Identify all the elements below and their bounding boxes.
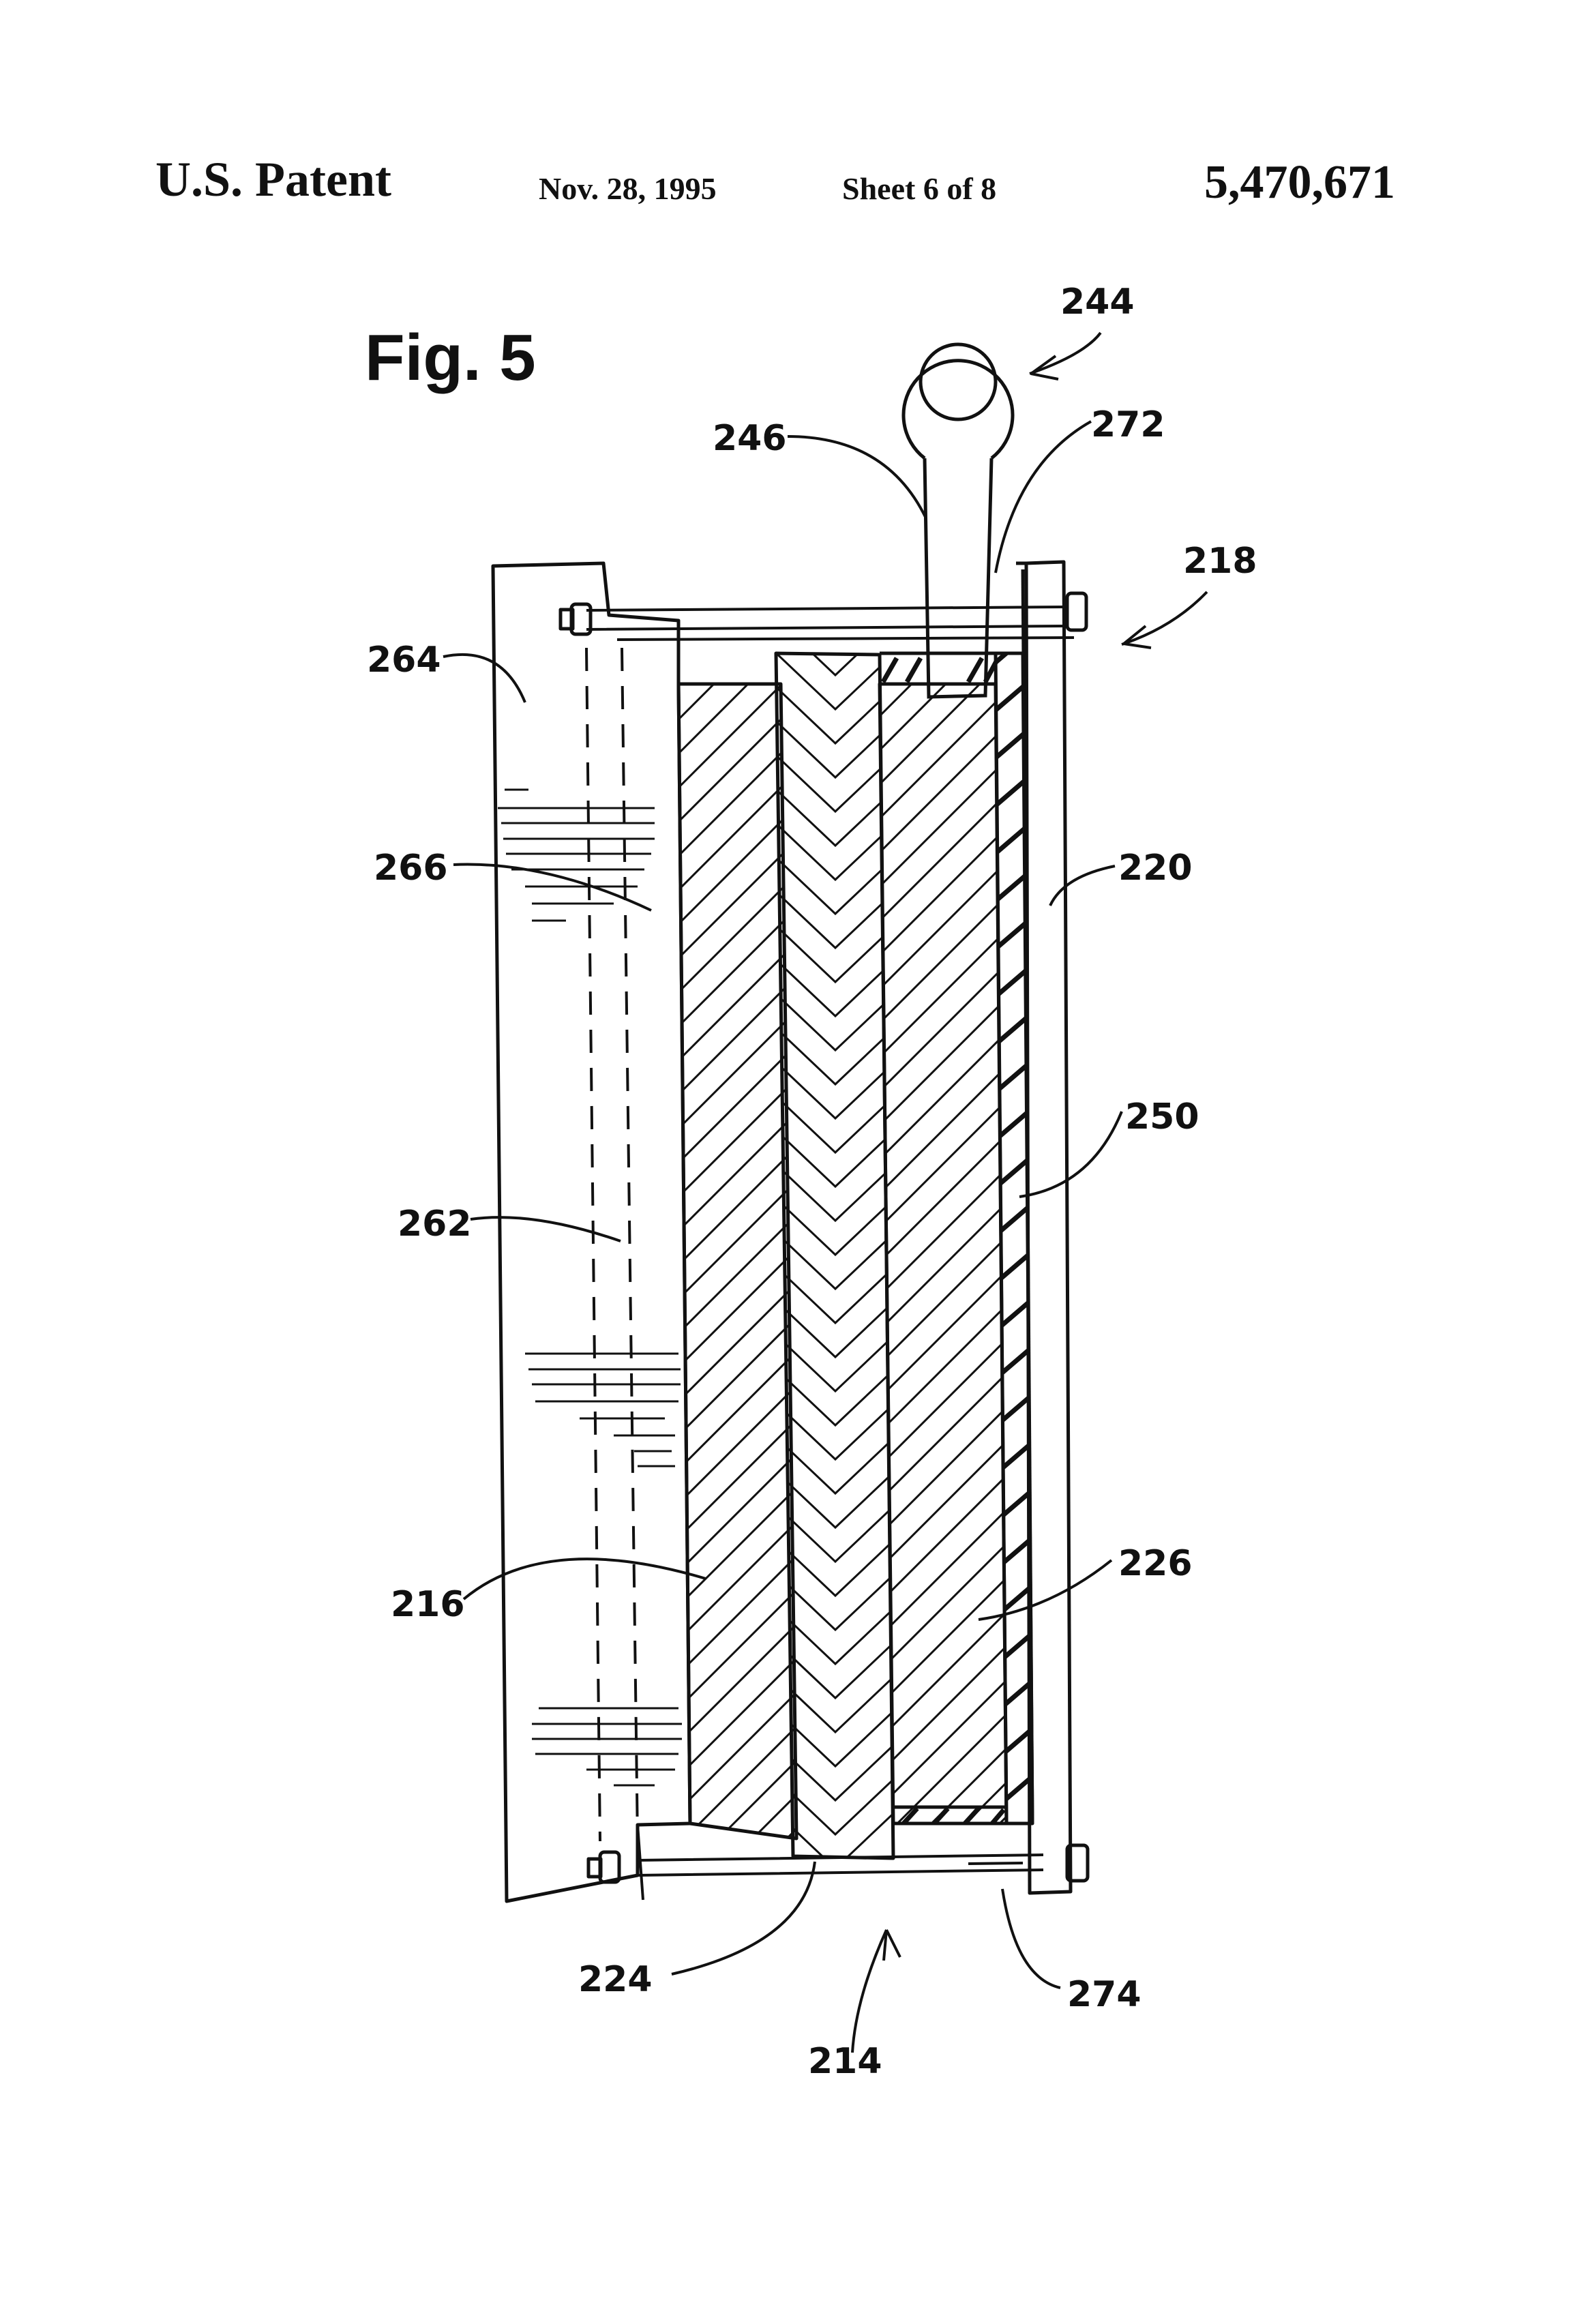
top-bolt-right <box>1067 593 1086 630</box>
label-226: 226 <box>1118 1543 1193 1584</box>
plate-shading <box>498 790 682 1785</box>
hidden-tie-rod <box>586 648 638 1841</box>
leader-lines <box>443 333 1207 2053</box>
label-274: 274 <box>1067 1974 1141 2015</box>
label-272: 272 <box>1091 404 1165 445</box>
label-220: 220 <box>1118 848 1193 889</box>
label-218: 218 <box>1183 541 1257 582</box>
label-246: 246 <box>713 418 787 459</box>
label-264: 264 <box>367 640 441 681</box>
hatch-216 <box>614 511 852 2080</box>
handle-244 <box>904 344 1013 697</box>
label-214: 214 <box>808 2041 882 2082</box>
label-244: 244 <box>1060 282 1135 323</box>
label-262: 262 <box>398 1204 472 1245</box>
label-266: 266 <box>374 848 448 889</box>
label-250: 250 <box>1125 1097 1199 1137</box>
bottom-bolt-left <box>600 1852 619 1882</box>
label-224: 224 <box>578 1959 653 2000</box>
label-216: 216 <box>391 1584 465 1625</box>
